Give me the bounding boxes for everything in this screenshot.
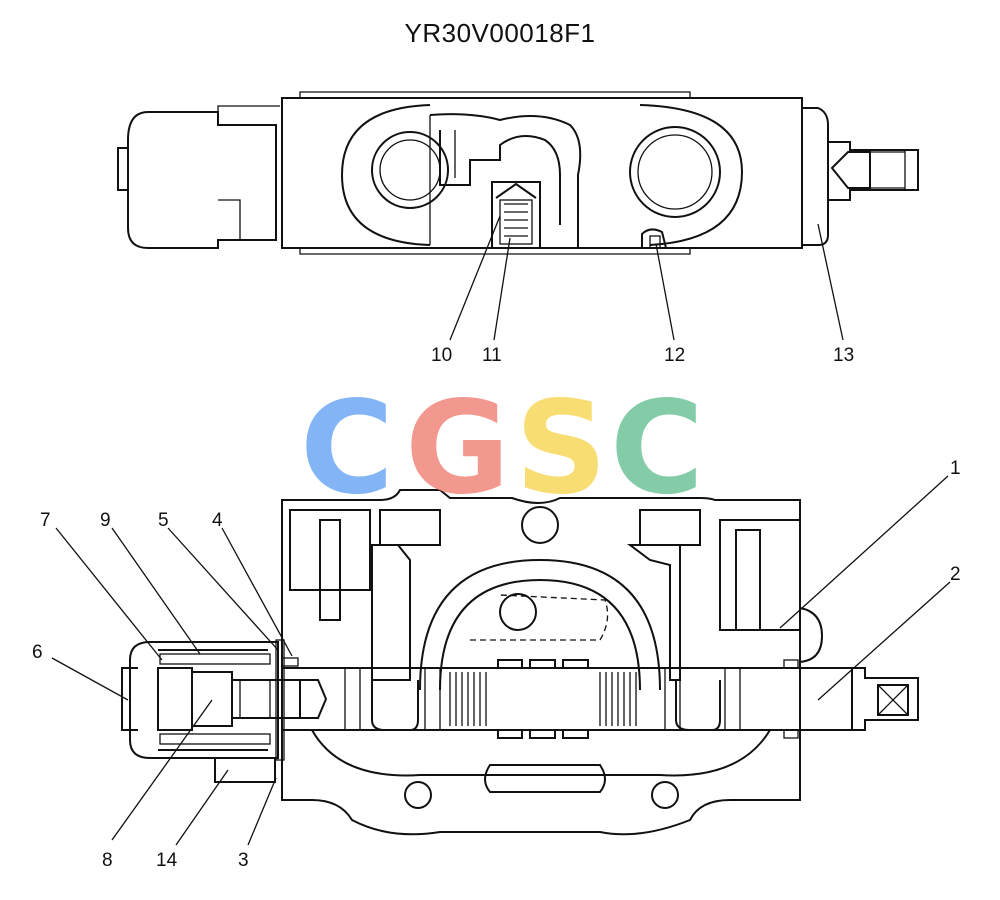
callout-label-13: 13 <box>833 345 854 366</box>
leader-line-10 <box>449 215 501 341</box>
watermark: C G S C <box>300 374 704 523</box>
leader-line-11 <box>493 237 511 341</box>
callout-label-1: 1 <box>950 458 961 479</box>
watermark-letter-g-red: G <box>405 374 510 523</box>
leader-line-13 <box>817 223 844 341</box>
leader-line-4 <box>221 527 293 657</box>
leader-line-14 <box>175 769 229 846</box>
bottom-view-valve <box>121 489 919 836</box>
callout-label-6: 6 <box>32 642 43 663</box>
callouts-top: 10 11 12 13 <box>431 215 854 366</box>
diagram-title: YR30V00018F1 <box>404 18 596 48</box>
callout-label-3: 3 <box>238 850 249 871</box>
callout-label-7: 7 <box>40 510 51 531</box>
leader-line-3 <box>247 777 277 846</box>
watermark-letter-c-green: C <box>610 374 704 523</box>
leader-line-7 <box>55 527 163 661</box>
callout-label-14: 14 <box>156 850 178 871</box>
callout-label-4: 4 <box>212 510 223 531</box>
callout-label-11: 11 <box>482 345 502 366</box>
callouts-bottom: 1 2 3 4 5 6 7 8 9 14 <box>32 458 961 871</box>
leader-line-9 <box>111 527 201 655</box>
leader-line-12 <box>655 243 675 341</box>
callout-label-9: 9 <box>100 510 111 531</box>
leader-line-6 <box>51 657 129 701</box>
callout-label-5: 5 <box>158 510 169 531</box>
top-view-valve <box>117 91 919 255</box>
callout-label-12: 12 <box>664 345 685 366</box>
callout-label-2: 2 <box>950 564 961 585</box>
watermark-letter-c-blue: C <box>300 374 394 523</box>
leader-line-1 <box>779 475 949 629</box>
leader-line-2 <box>817 581 951 701</box>
watermark-letter-s-yellow: S <box>515 374 607 523</box>
leader-line-8 <box>111 699 213 841</box>
callout-label-10: 10 <box>431 345 452 366</box>
callout-label-8: 8 <box>102 850 113 871</box>
leader-line-5 <box>167 527 279 651</box>
